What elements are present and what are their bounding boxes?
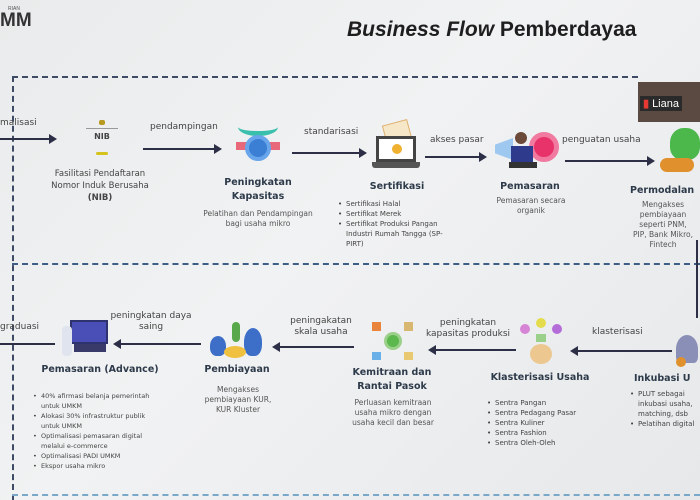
arrow-skala-usaha [272,342,354,352]
advance-list: 40% afirmasi belanja pemerintah untuk UM… [33,391,165,471]
financing-icon [210,322,262,360]
marketing-icon [495,128,561,172]
label-graduasi: graduasi [0,322,40,332]
list-item: Sertifikasi Halal [338,199,460,209]
label-pendampingan: pendampingan [150,122,218,132]
certificate-laptop-icon [372,118,420,170]
label-skala-usaha: peningakatan skala usaha [290,316,352,337]
title-italic: Business Flow [347,18,495,41]
list-item: Alokasi 30% infrastruktur publik untuk U… [33,411,165,431]
mic-icon: ▮ [643,98,650,110]
list-item: Pelatihan digital [630,419,698,429]
klaster-title: Klasterisasi Usaha [490,372,590,383]
permodalan-title: Permodalan [630,185,695,196]
middle-dashed-divider [12,263,700,265]
title-rest: Pemberdayaa [499,18,637,41]
video-thumbnail[interactable]: ▮Liana [638,82,700,122]
logo-text: MM [0,10,32,31]
label-peningkatan-kapasitas-produksi: peningkatan kapasitas produksi [425,318,511,339]
arrow-graduasi [0,343,55,345]
arrow-akses-pasar [425,152,487,162]
nib-text: Fasilitasi Pendaftaran Nomor Induk Berus… [51,169,149,191]
list-item: PLUT sebagai inkubasi usaha, matching, d… [630,389,698,419]
nib-badge: NIB [94,132,110,141]
pembiayaan-title: Pembiayaan [204,364,270,375]
top-dashed-border [12,76,638,78]
cluster-icon [520,318,562,364]
money-bag-icon [660,128,700,176]
label-akses-pasar: akses pasar [430,135,484,145]
capacity-icon [232,118,284,166]
label-daya-saing: peningkatan daya saing [110,311,192,332]
logo: RIAN MM [0,6,32,30]
kapasitas-title-1: Peningkatan [224,177,292,188]
bottom-dashed-border [12,494,700,496]
kemitraan-title-1: Kemitraan dan [352,367,432,378]
label-formalisasi: malisasi [0,118,37,128]
sertifikasi-title: Sertifikasi [369,181,425,192]
list-item: Optimalisasi pemasaran digital melalui e… [33,431,165,451]
rocket-icon [676,335,698,367]
list-item: Sentra Kuliner [487,418,599,428]
list-item: 40% afirmasi belanja pemerintah untuk UM… [33,391,165,411]
list-item: Ekspor usaha mikro [33,461,165,471]
kemitraan-description: Perluasan kemitraan usaha mikro dengan u… [352,398,434,427]
inkubasi-title: Inkubasi U [634,373,691,384]
arrow-kapasitas-produksi [428,345,516,355]
pembiayaan-description: Mengakses pembiayaan KUR, KUR Kluster [204,385,272,414]
pemasaran-description: Pemasaran secara organik [496,196,566,215]
list-item: Optimalisasi PADI UMKM [33,451,165,461]
arrow-daya-saing [113,339,201,349]
kapasitas-description: Pelatihan dan Pendampingan bagi usaha mi… [203,209,313,228]
permodalan-description: Mengakses pembiayaan seperti PNM, PIP, B… [632,200,694,249]
kemitraan-title-2: Rantai Pasok [357,381,427,392]
list-item: Sentra Oleh-Oleh [487,438,599,448]
logo-small-text: RIAN [8,6,20,12]
nib-logo-icon: NIB [82,120,122,160]
list-item: Sertifikat Merek [338,209,460,219]
kapasitas-title-2: Kapasitas [231,191,285,202]
supply-chain-icon [372,322,414,362]
nib-bold: (NIB) [87,193,113,203]
nib-description: Fasilitasi Pendaftaran Nomor Induk Berus… [45,168,155,204]
advanced-marketing-icon [60,320,108,358]
participant-name: Liana [652,98,679,110]
participant-name-tag: ▮Liana [640,96,682,111]
label-penguatan-usaha: penguatan usaha [562,135,641,145]
slide-title: Business Flow Pemberdayaa [347,18,636,42]
list-item: Sentra Pangan [487,398,599,408]
arrow-entry [0,134,57,144]
pemasaran-title: Pemasaran [500,181,560,192]
sertifikasi-list: Sertifikasi Halal Sertifikat Merek Serti… [338,199,460,249]
label-standarisasi: standarisasi [304,127,359,137]
arrow-down-connector [696,240,698,318]
arrow-standarisasi [292,148,367,158]
inkubasi-list: PLUT sebagai inkubasi usaha, matching, d… [630,389,698,429]
list-item: Sertifikat Produksi Pangan Industri Ruma… [338,219,460,249]
arrow-penguatan-usaha [565,156,655,166]
arrow-klasterisasi [570,346,672,356]
left-dashed-border [12,76,14,500]
label-klasterisasi: klasterisasi [592,327,643,337]
arrow-pendampingan [143,144,222,154]
list-item: Sentra Pedagang Pasar [487,408,599,418]
klaster-list: Sentra Pangan Sentra Pedagang Pasar Sent… [487,398,599,448]
advance-title: Pemasaran (Advance) [41,364,159,375]
list-item: Sentra Fashion [487,428,599,438]
